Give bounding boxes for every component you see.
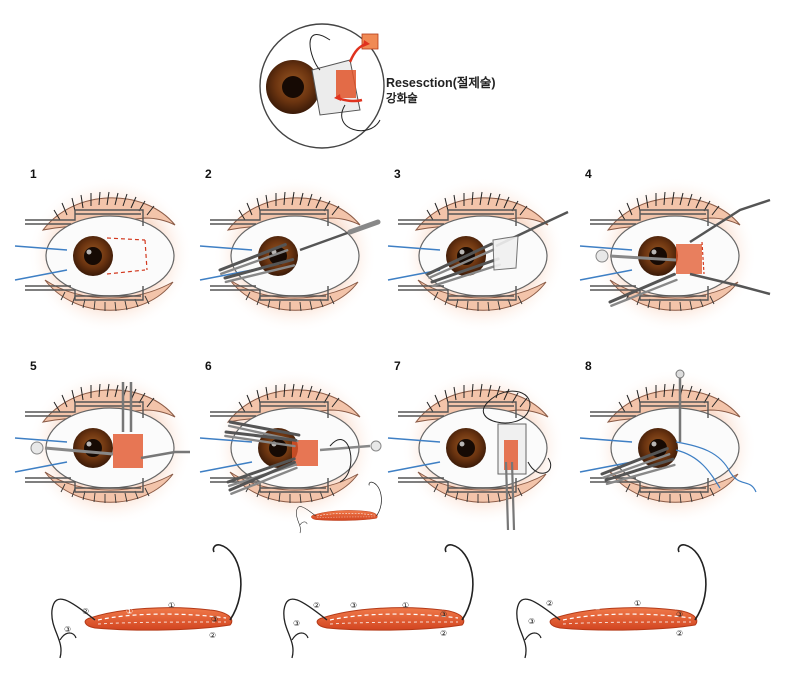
suture-mark-2: ②	[209, 631, 216, 640]
suture-mark-3: ③	[350, 601, 357, 610]
suture-mark-1: ①	[594, 603, 601, 612]
inset-muscle-icon	[336, 70, 356, 98]
step-label-6: 6	[205, 359, 212, 373]
step-label-7: 7	[394, 359, 401, 373]
suture-mark-2: ②	[313, 601, 320, 610]
suture-mark-3: ③	[293, 619, 300, 628]
suture-mark-1: ①	[126, 607, 133, 616]
suture-mark-3: ③	[676, 610, 683, 619]
step-7-panel	[387, 368, 566, 531]
step-6-panel	[199, 368, 382, 534]
step-label-4: 4	[585, 167, 592, 181]
step-1-panel	[14, 176, 193, 334]
suture-mark-2: ②	[440, 629, 447, 638]
step-label-8: 8	[585, 359, 592, 373]
step-4-panel	[579, 176, 771, 334]
suture-mark-2: ②	[546, 599, 553, 608]
suture-mark-3: ③	[440, 610, 447, 619]
suture-mark-1: ①	[168, 601, 175, 610]
suture-mark-2: ②	[82, 607, 89, 616]
suture-mark-1: ①	[402, 601, 409, 610]
procedure-title-english: Resesction(절제술)	[386, 76, 496, 90]
procedure-title: Resesction(절제술) 강화술	[386, 76, 496, 106]
suture-mark-3: ③	[528, 617, 535, 626]
step-5-panel	[14, 368, 193, 526]
step-label-2: 2	[205, 167, 212, 181]
suture-diagram-1	[51, 544, 242, 659]
suture-mark-3: ③	[64, 625, 71, 634]
step-3-panel	[387, 176, 569, 334]
step-label-5: 5	[30, 359, 37, 373]
step-2-panel	[199, 176, 381, 334]
resection-inset	[259, 23, 385, 149]
step-8-panel	[579, 368, 758, 526]
suture-mark-1: ①	[634, 599, 641, 608]
scissors-icon	[347, 219, 381, 235]
procedure-title-korean: 강화술	[386, 91, 418, 105]
step-label-3: 3	[394, 167, 401, 181]
suture-mark-3: ③	[211, 615, 218, 624]
step-label-1: 1	[30, 167, 37, 181]
suture-mark-2: ②	[676, 629, 683, 638]
